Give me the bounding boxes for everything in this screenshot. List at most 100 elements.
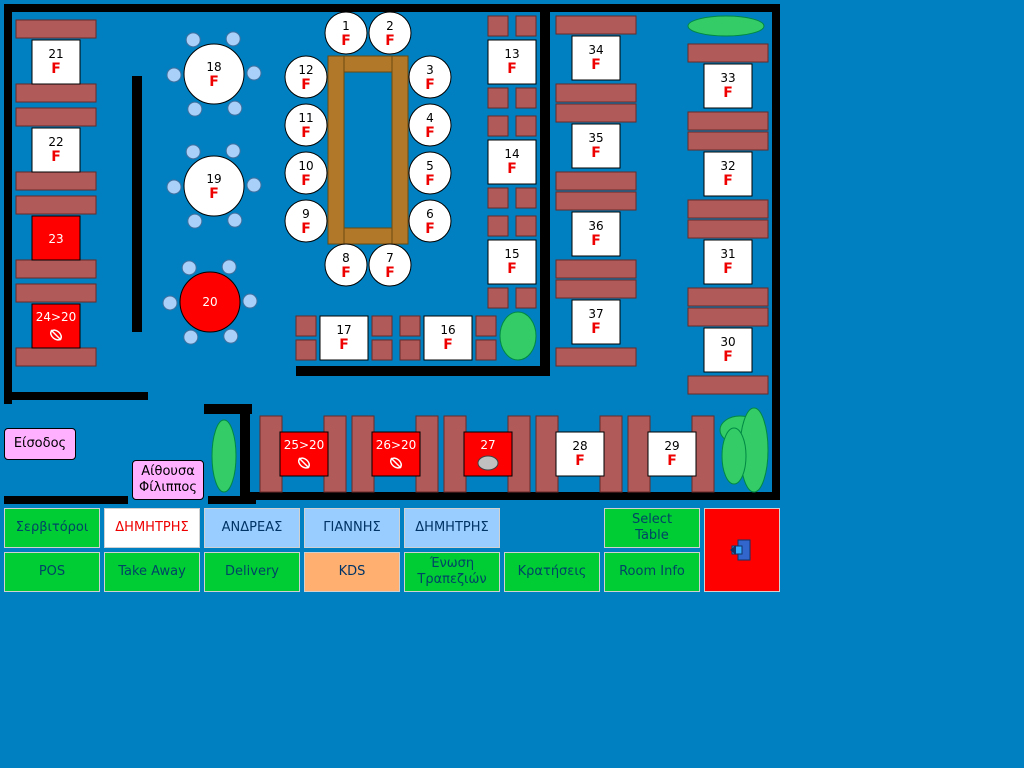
kds-button[interactable]: KDS xyxy=(304,552,400,592)
chair xyxy=(555,103,637,123)
table-33[interactable]: 33F xyxy=(703,63,753,109)
table-shape xyxy=(179,271,241,333)
table-number: 6 xyxy=(426,207,434,221)
table-3[interactable]: 3F xyxy=(408,55,452,99)
table-shape xyxy=(368,11,412,55)
table-23[interactable]: 23 xyxy=(31,215,81,261)
table-4[interactable]: 4F xyxy=(408,103,452,147)
waiters-button[interactable]: Σερβιτόροι xyxy=(4,508,100,548)
table-34[interactable]: 34F xyxy=(571,35,621,81)
table-status: F xyxy=(301,221,311,237)
table-11[interactable]: 11F xyxy=(284,103,328,147)
table-14[interactable]: 14F xyxy=(487,139,537,185)
table-number: 15 xyxy=(504,247,519,261)
tables[interactable]: 1F2F3F4F5F6F7F8F9F10F11F12F13F14F15F16F1… xyxy=(31,11,753,477)
table-number: 30 xyxy=(720,335,735,349)
table-shape xyxy=(319,315,369,361)
table-27[interactable]: 27 xyxy=(463,431,513,477)
table-number: 25>20 xyxy=(284,438,325,452)
reservations-button[interactable]: Κρατήσεις xyxy=(504,552,600,592)
table-number: 18 xyxy=(206,60,221,74)
table-10[interactable]: 10F xyxy=(284,151,328,195)
table-28[interactable]: 28F xyxy=(555,431,605,477)
table-status: F xyxy=(51,149,61,165)
table-6[interactable]: 6F xyxy=(408,199,452,243)
table-status: F xyxy=(507,261,517,277)
table-number: 27 xyxy=(480,438,495,452)
table-number: 37 xyxy=(588,307,603,321)
table-2[interactable]: 2F xyxy=(368,11,412,55)
table-16[interactable]: 16F xyxy=(423,315,473,361)
waiter-dimitris-button[interactable]: ΔΗΜΗΤΡΗΣ xyxy=(104,508,200,548)
table-number: 33 xyxy=(720,71,735,85)
stool xyxy=(166,67,182,83)
table-shape xyxy=(371,431,421,477)
table-1[interactable]: 1F xyxy=(324,11,368,55)
table-15[interactable]: 15F xyxy=(487,239,537,285)
table-37[interactable]: 37F xyxy=(571,299,621,345)
chair xyxy=(555,347,637,367)
chair xyxy=(487,287,509,309)
table-shape xyxy=(703,151,753,197)
table-20[interactable]: 20 xyxy=(179,271,241,333)
table-12[interactable]: 12F xyxy=(284,55,328,99)
chair xyxy=(15,195,97,215)
table-19[interactable]: 19F xyxy=(183,155,245,217)
table-status: F xyxy=(301,173,311,189)
chair xyxy=(687,375,769,395)
chair xyxy=(351,415,375,493)
chair xyxy=(475,315,497,337)
table-9[interactable]: 9F xyxy=(284,199,328,243)
table-shape xyxy=(31,39,81,85)
pos-button[interactable]: POS xyxy=(4,552,100,592)
table-shape xyxy=(408,103,452,147)
table-status: F xyxy=(425,173,435,189)
table-shape xyxy=(647,431,697,477)
table-36[interactable]: 36F xyxy=(571,211,621,257)
table-number: 13 xyxy=(504,47,519,61)
table-17[interactable]: 17F xyxy=(319,315,369,361)
exit-button[interactable] xyxy=(704,508,780,592)
waiter-dimitris-2-button[interactable]: ΔΗΜΗΤΡΗΣ xyxy=(404,508,500,548)
table-8[interactable]: 8F xyxy=(324,243,368,287)
table-5[interactable]: 5F xyxy=(408,151,452,195)
table-number: 29 xyxy=(664,439,679,453)
table-status: F xyxy=(425,77,435,93)
table-status: F xyxy=(425,221,435,237)
table-18[interactable]: 18F xyxy=(183,43,245,105)
waiter-giannis-button[interactable]: ΓΙΑΝΝΗΣ xyxy=(304,508,400,548)
table-26-to-20[interactable]: 26>20 xyxy=(371,431,421,477)
merge-tables-button[interactable]: Ένωση Τραπεζιών xyxy=(404,552,500,592)
chair xyxy=(627,415,651,493)
table-21[interactable]: 21F xyxy=(31,39,81,85)
takeaway-button[interactable]: Take Away xyxy=(104,552,200,592)
select-table-button[interactable]: Select Table xyxy=(604,508,700,548)
table-number: 24>20 xyxy=(36,310,77,324)
table-30[interactable]: 30F xyxy=(703,327,753,373)
table-31[interactable]: 31F xyxy=(703,239,753,285)
table-shape xyxy=(703,327,753,373)
table-status: F xyxy=(507,161,517,177)
delivery-button[interactable]: Delivery xyxy=(204,552,300,592)
room-info-button[interactable]: Room Info xyxy=(604,552,700,592)
stool xyxy=(162,295,178,311)
table-32[interactable]: 32F xyxy=(703,151,753,197)
table-7[interactable]: 7F xyxy=(368,243,412,287)
chair xyxy=(555,191,637,211)
table-shape xyxy=(571,211,621,257)
table-shape xyxy=(368,243,412,287)
chair xyxy=(515,215,537,237)
waiter-andreas-button[interactable]: ΑΝΔΡΕΑΣ xyxy=(204,508,300,548)
table-24-to-20[interactable]: 24>20 xyxy=(31,303,81,349)
table-22[interactable]: 22F xyxy=(31,127,81,173)
table-number: 23 xyxy=(48,232,63,246)
table-shape xyxy=(703,239,753,285)
table-35[interactable]: 35F xyxy=(571,123,621,169)
table-29[interactable]: 29F xyxy=(647,431,697,477)
table-status: F xyxy=(385,33,395,49)
table-25-to-20[interactable]: 25>20 xyxy=(279,431,329,477)
chair xyxy=(371,339,393,361)
table-status: F xyxy=(507,61,517,77)
table-number: 35 xyxy=(588,131,603,145)
table-13[interactable]: 13F xyxy=(487,39,537,85)
